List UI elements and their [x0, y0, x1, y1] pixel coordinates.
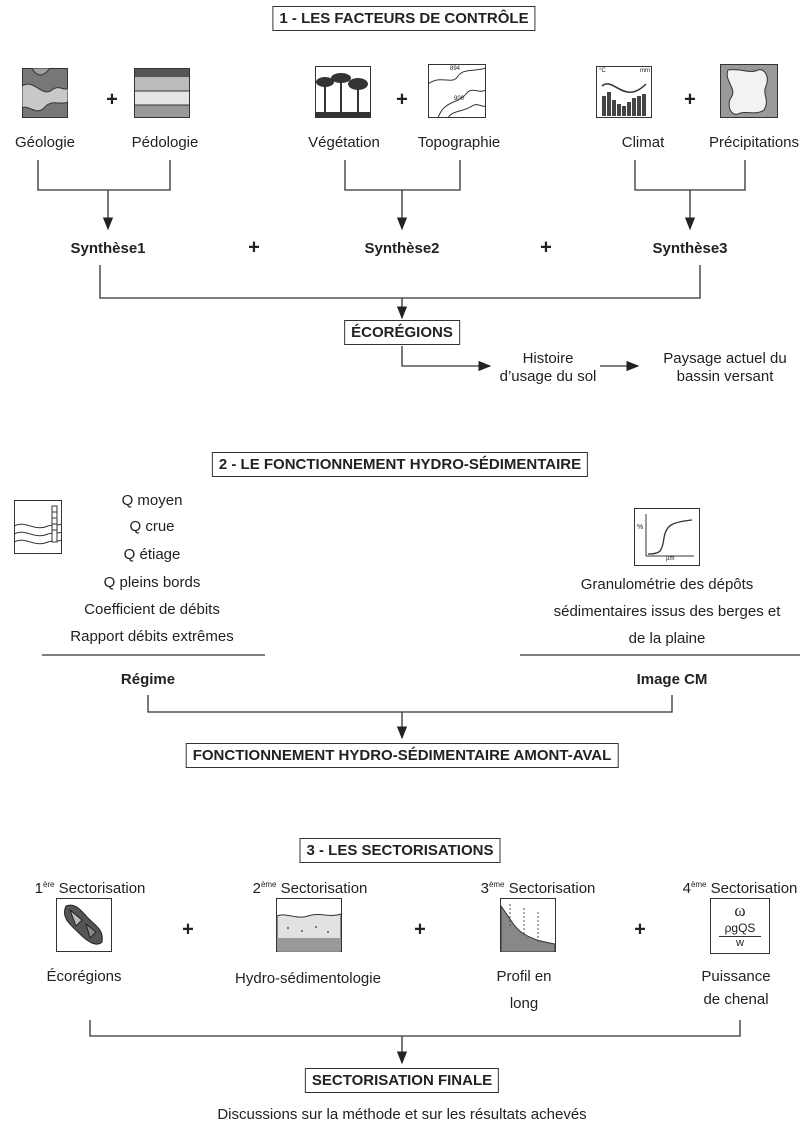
factor-pedologie: Pédologie: [131, 134, 199, 151]
bracket-regime-image: [147, 695, 673, 713]
granulometry-curve-icon: % µm: [634, 508, 700, 566]
caption-profil-line2: long: [509, 995, 539, 1012]
geology-icon: [21, 67, 69, 118]
bracket-synthesis: [99, 265, 701, 299]
factor-topographie: Topographie: [417, 134, 501, 151]
plus-sign: +: [248, 236, 260, 259]
climate-unit-precip: mm: [640, 68, 650, 74]
regime-rapport: Rapport débits extrêmes: [70, 628, 234, 645]
sediment-section-icon: [276, 898, 342, 953]
sectorisation-1-heading: 1ère Sectorisation: [34, 880, 146, 897]
caption-puissance-line1: Puissance: [701, 968, 771, 985]
climate-unit-temp: °C: [599, 68, 606, 74]
synthese-1: Synthèse1: [70, 240, 146, 257]
factor-geologie: Géologie: [14, 134, 76, 151]
regime-coefficient: Coefficient de débits: [84, 601, 220, 618]
stream-power-formula: ω ρgQS w: [710, 898, 770, 954]
caption-hydro-sedimentologie: Hydro-sédimentologie: [235, 970, 381, 987]
granulo-line2: sédimentaires issus des berges et: [553, 603, 781, 620]
plus-sign: +: [414, 918, 426, 941]
sectorisation-3-heading: 3ème Sectorisation: [480, 880, 596, 897]
formula-omega: ω: [734, 901, 746, 920]
discussion-text: Discussions sur la méthode et sur les ré…: [217, 1106, 587, 1123]
ecoregions-box: ÉCORÉGIONS: [344, 320, 460, 345]
image-cm-label: Image CM: [636, 671, 708, 688]
topo-label-894: 894: [450, 66, 461, 72]
precipitation-map-icon: [720, 64, 778, 118]
bracket-sectorisations: [89, 1020, 741, 1037]
granulo-line3: de la plaine: [628, 630, 706, 647]
caption-ecoregions: Écorégions: [46, 968, 122, 985]
graph-axis-percent: %: [637, 524, 644, 531]
plus-sign: +: [634, 918, 646, 941]
regime-q-crue: Q crue: [129, 518, 175, 535]
factor-vegetation: Végétation: [308, 134, 380, 151]
landscape-line1: Paysage actuel du: [663, 350, 787, 367]
topography-icon: 894 900: [427, 64, 487, 119]
ecoregion-map-icon: [56, 898, 112, 952]
plus-sign: +: [540, 236, 552, 259]
caption-puissance-line2: de chenal: [703, 991, 769, 1008]
section1-title: 1 - LES FACTEURS DE CONTRÔLE: [272, 6, 536, 31]
sectorisation-finale-box: SECTORISATION FINALE: [304, 1068, 500, 1093]
regime-q-pleins-bords: Q pleins bords: [103, 574, 201, 591]
plus-sign: +: [396, 88, 408, 111]
factor-climat: Climat: [621, 134, 665, 151]
vegetation-icon: [315, 66, 371, 118]
sectorisation-4-heading: 4ème Sectorisation: [682, 880, 798, 897]
factor-precipitations: Précipitations: [708, 134, 800, 151]
formula-numerator: ρgQS: [724, 921, 756, 935]
section2-title: 2 - LE FONCTIONNEMENT HYDRO-SÉDIMENTAIRE: [211, 452, 589, 477]
history-line1: Histoire: [522, 350, 574, 367]
caption-profil-line1: Profil en: [496, 968, 552, 985]
section2-result-box: FONCTIONNEMENT HYDRO-SÉDIMENTAIRE AMONT-…: [185, 743, 619, 768]
topo-label-900: 900: [454, 96, 465, 102]
section3-title: 3 - LES SECTORISATIONS: [299, 838, 501, 863]
bracket-climat-precip: [634, 160, 746, 191]
bracket-veg-topo: [344, 160, 461, 191]
synthese-3: Synthèse3: [652, 240, 728, 257]
plus-sign: +: [684, 88, 696, 111]
graph-axis-micron: µm: [666, 556, 675, 562]
river-gauge-icon: [13, 500, 63, 554]
granulo-line1: Granulométrie des dépôts: [580, 576, 754, 593]
plus-sign: +: [106, 88, 118, 111]
climate-chart-icon: °C mm: [596, 66, 652, 118]
history-line2: d’usage du sol: [499, 368, 597, 385]
long-profile-icon: [500, 898, 556, 953]
plus-sign: +: [182, 918, 194, 941]
sectorisation-2-heading: 2ème Sectorisation: [252, 880, 368, 897]
regime-label: Régime: [120, 671, 176, 688]
landscape-line2: bassin versant: [676, 368, 774, 385]
regime-q-moyen: Q moyen: [121, 492, 183, 509]
formula-denominator: w: [736, 937, 744, 949]
synthese-2: Synthèse2: [364, 240, 440, 257]
regime-q-etiage: Q étiage: [123, 546, 181, 563]
soil-profile-icon: [134, 68, 190, 118]
bracket-geo-pedo: [37, 160, 171, 191]
